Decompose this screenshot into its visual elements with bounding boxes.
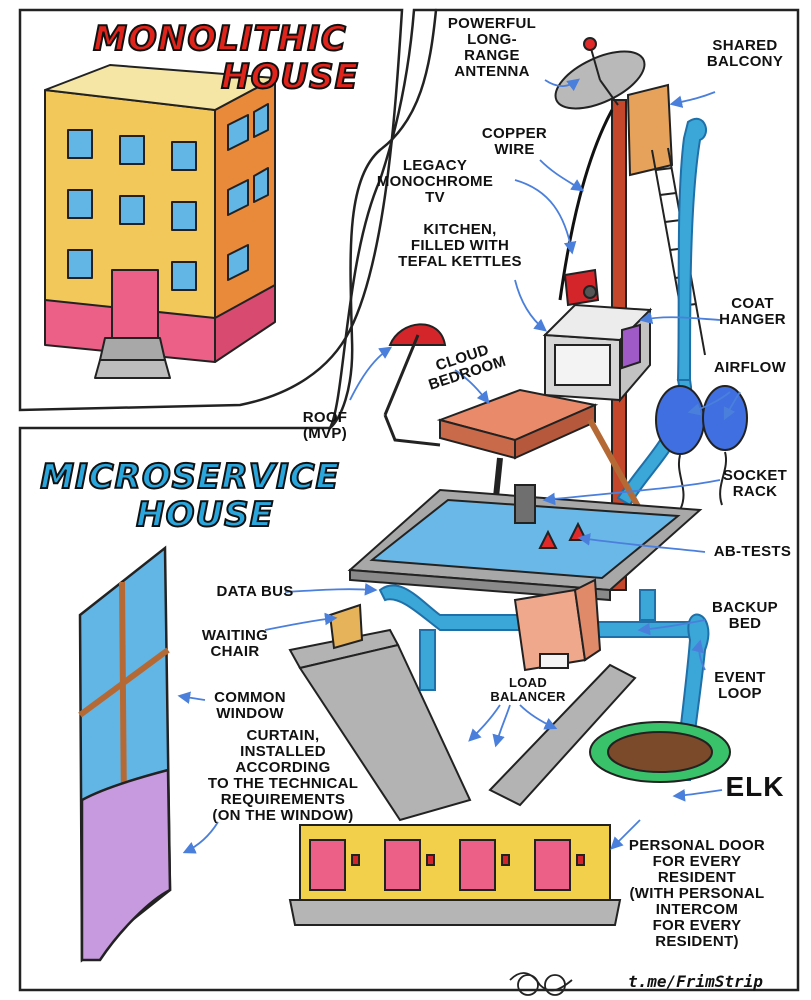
monolithic-house-title: MONOLITHIC HOUSE [40,19,400,97]
copper-wire [558,109,614,301]
pointer-arrows [177,78,741,854]
kitchen-box [542,268,653,403]
personal-doors-block [288,824,622,926]
microservice-house-title: MICROSERVICE HOUSE [30,457,350,535]
label-airflow: AIRFLOW [713,359,787,376]
monolithic-title-line-2: HOUSE [220,57,359,97]
label-roof-mvp: ROOF (MVP) [302,409,348,442]
label-socket-rack: SOCKET RACK [722,467,788,500]
label-common-window: COMMON WINDOW [214,689,286,722]
label-legacy-tv: LEGACY MONOCHROME TV [376,157,494,206]
label-backup-bed: BACKUP BED [712,599,778,632]
cloud-bedroom [383,323,643,576]
label-load-balancer: LOAD BALANCER [490,675,566,704]
label-coat-hanger: COAT HANGER [719,295,786,328]
pool-platform [347,484,703,602]
label-copper-wire: COPPER WIRE [481,125,548,158]
label-ab-tests: AB-TESTS [713,543,792,560]
label-shared-balcony: SHARED BALCONY [706,37,784,70]
antenna-dish [554,37,646,110]
microservice-title-line-1: MICROSERVICE [39,457,340,497]
label-curtain: CURTAIN, INSTALLED ACCORDING TO THE TECH… [207,727,359,824]
panel-frames [18,8,800,992]
monolith-panel-border [18,8,404,412]
footer-glasses-sketch [509,972,573,996]
label-waiting-chair: WAITING CHAIR [201,627,269,660]
label-kitchen: KITCHEN, FILLED WITH TEFAL KETTLES [398,221,522,270]
microservice-title-line-2: HOUSE [135,495,274,535]
label-event-loop: EVENT LOOP [714,669,766,702]
footer-handle-link[interactable]: t.me/FrimStrip [628,972,763,991]
microservice-panel-border [18,8,800,992]
monolithic-title-line-1: MONOLITHIC [92,19,347,59]
backup-bed [513,578,602,672]
panel-divider-curve [328,8,438,430]
stairs [288,603,637,822]
label-elk: ELK [725,771,785,802]
monolithic-house [44,64,276,379]
label-antenna: POWERFUL LONG- RANGE ANTENNA [447,15,537,80]
elk-hole [589,721,731,783]
label-personal-door: PERSONAL DOOR FOR EVERY RESIDENT (WITH P… [628,837,766,950]
common-window [78,545,172,963]
label-data-bus: DATA BUS [216,583,294,600]
